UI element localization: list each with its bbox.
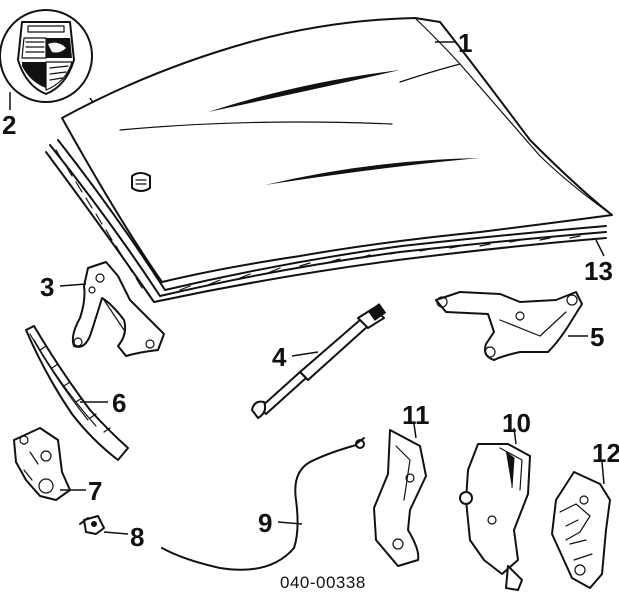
callout-1: 1 [458,28,472,58]
callout-9: 9 [258,508,272,538]
strut-leader [291,351,319,357]
seal-strip [25,325,129,461]
emblem-medallion [0,9,93,103]
bracket-10 [459,443,531,591]
hood-latch [13,427,71,501]
callout-6: 6 [112,388,126,418]
hinge-right [435,291,583,361]
callout-2: 2 [2,110,16,140]
callout-13: 13 [584,256,613,286]
hinge-left-leader [59,283,87,287]
release-cable [161,437,365,571]
reference-code: 040-00338 [280,573,366,592]
hood-seal-frame [45,139,607,303]
bracket-12 [551,471,611,589]
bracket-10-leader [513,427,517,445]
gas-strut [251,303,387,419]
bracket-12-leader [601,461,605,485]
hinge-left [71,261,165,357]
callout-7: 7 [88,476,102,506]
seal-leader [595,239,605,257]
bracket-11 [373,429,427,567]
callout-5: 5 [590,322,604,352]
callout-3: 3 [40,272,54,302]
cable-leader [277,521,303,525]
callout-8: 8 [130,522,144,552]
callout-4: 4 [272,342,287,372]
hood-panel [61,17,613,283]
clip-leader [103,531,129,535]
callout-10: 10 [502,408,531,438]
callout-11: 11 [402,400,430,430]
clip-fastener [79,515,105,535]
bracket-11-leader [413,423,417,439]
callout-12: 12 [592,438,619,468]
